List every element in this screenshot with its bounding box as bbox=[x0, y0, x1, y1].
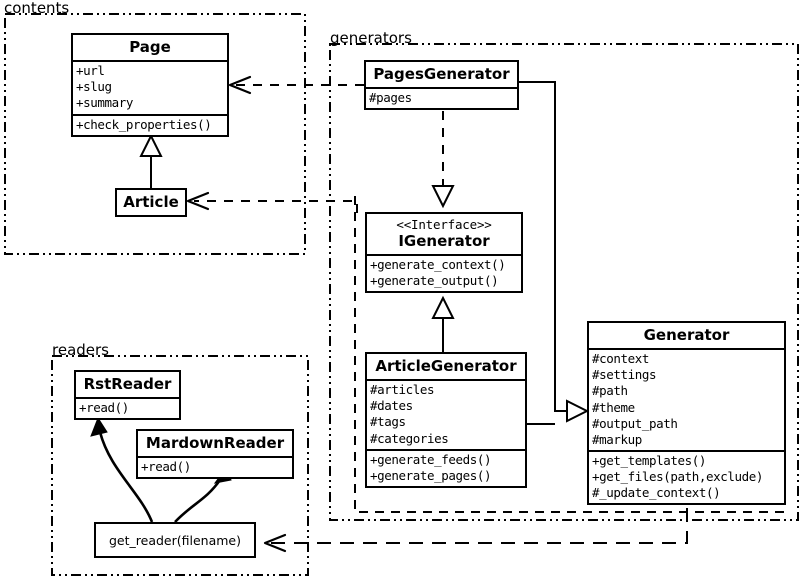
class-attribute: #articles bbox=[370, 382, 435, 398]
flow-getreader-to-rstreader bbox=[98, 431, 154, 523]
class-methods-articlegenerator: +generate_feeds() +generate_pages() bbox=[367, 448, 525, 486]
generalization-arrowhead-generator bbox=[566, 399, 590, 423]
class-attribute: #theme bbox=[592, 399, 635, 415]
class-methods-mardownreader: +read() bbox=[138, 456, 292, 477]
class-method: +read() bbox=[79, 400, 129, 416]
package-label-contents: contents bbox=[4, 0, 70, 17]
class-name-generator: Generator bbox=[643, 326, 730, 344]
class-name-rstreader: RstReader bbox=[83, 375, 172, 393]
class-attribute: #categories bbox=[370, 430, 449, 446]
class-attributes-generator: #context #settings #path #theme #output_… bbox=[589, 348, 784, 450]
dependency-arrowhead-article bbox=[186, 191, 210, 211]
package-border-generators bbox=[329, 43, 799, 521]
class-attribute: #dates bbox=[370, 398, 413, 414]
class-attributes-page: +url +slug +summary bbox=[73, 60, 227, 113]
class-method: +generate_pages() bbox=[370, 467, 492, 483]
class-methods-igenerator: +generate_context() +generate_output() bbox=[367, 253, 521, 291]
class-attribute: +url bbox=[76, 63, 105, 79]
dependency-arrowhead-page bbox=[228, 75, 252, 95]
class-attribute: #path bbox=[592, 383, 628, 399]
class-box-rstreader[interactable]: RstReader +read() bbox=[74, 370, 181, 421]
flow-getreader-to-mardownreader bbox=[174, 479, 222, 523]
class-attribute: #output_path bbox=[592, 415, 678, 431]
class-name-page: Page bbox=[129, 38, 171, 56]
class-attribute: #tags bbox=[370, 414, 406, 430]
class-box-article[interactable]: Article bbox=[115, 188, 187, 218]
package-border-readers bbox=[51, 355, 309, 576]
class-attribute: #settings bbox=[592, 367, 657, 383]
flow-arrowhead-rstreader bbox=[90, 416, 108, 437]
class-box-igenerator[interactable]: <<Interface>> IGenerator +generate_conte… bbox=[365, 212, 523, 293]
class-method: +generate_feeds() bbox=[370, 451, 492, 467]
class-methods-rstreader: +read() bbox=[76, 397, 179, 418]
class-method: #_update_context() bbox=[592, 485, 721, 501]
class-method: +get_files(path,exclude) bbox=[592, 469, 764, 485]
class-method: +generate_context() bbox=[370, 256, 506, 272]
class-attributes-pagesgenerator: #pages bbox=[366, 87, 517, 108]
generalization-pagesgenerator-to-generator bbox=[519, 81, 567, 412]
class-method: +read() bbox=[141, 459, 191, 475]
class-attribute: #markup bbox=[592, 431, 642, 447]
class-box-generator[interactable]: Generator #context #settings #path #them… bbox=[587, 321, 786, 506]
class-box-articlegenerator[interactable]: ArticleGenerator #articles #dates #tags … bbox=[365, 352, 527, 488]
class-method: +get_templates() bbox=[592, 452, 707, 468]
class-attribute: #context bbox=[592, 351, 650, 367]
generalization-arrowhead-page bbox=[139, 133, 163, 157]
function-box-get-reader[interactable]: get_reader(filename) bbox=[94, 522, 256, 558]
class-attribute: #pages bbox=[369, 90, 412, 106]
class-methods-generator: +get_templates() +get_files(path,exclude… bbox=[589, 449, 784, 503]
function-label-get-reader: get_reader(filename) bbox=[109, 532, 241, 548]
class-method: +check_properties() bbox=[76, 116, 212, 132]
class-methods-page: +check_properties() bbox=[73, 113, 227, 135]
class-attributes-articlegenerator: #articles #dates #tags #categories bbox=[367, 379, 525, 449]
class-method: +generate_output() bbox=[370, 272, 499, 288]
dependency-generator-to-getreader bbox=[271, 508, 688, 544]
class-box-page[interactable]: Page +url +slug +summary +check_properti… bbox=[71, 33, 229, 137]
dependency-articlegenerator-to-article bbox=[194, 200, 358, 213]
class-name-mardownreader: MardownReader bbox=[145, 434, 285, 452]
generalization-arrowhead-igenerator bbox=[431, 295, 455, 319]
package-border-contents bbox=[4, 13, 306, 255]
class-name-articlegenerator: ArticleGenerator bbox=[375, 357, 517, 375]
class-attribute: +slug bbox=[76, 79, 112, 95]
class-stereotype-igenerator: <<Interface>> bbox=[396, 217, 492, 232]
class-box-mardownreader[interactable]: MardownReader +read() bbox=[136, 429, 294, 480]
class-attribute: +summary bbox=[76, 95, 134, 111]
realization-arrowhead-igenerator bbox=[431, 185, 455, 209]
package-label-readers: readers bbox=[52, 341, 109, 359]
class-name-pagesgenerator: PagesGenerator bbox=[373, 65, 510, 83]
class-box-pagesgenerator[interactable]: PagesGenerator #pages bbox=[364, 60, 519, 111]
class-name-article: Article bbox=[123, 193, 179, 211]
class-name-igenerator: <<Interface>> IGenerator bbox=[367, 214, 521, 254]
class-name-label: IGenerator bbox=[398, 231, 490, 250]
dependency-arrowhead-getreader bbox=[263, 533, 287, 553]
package-label-generators: generators bbox=[330, 29, 412, 47]
